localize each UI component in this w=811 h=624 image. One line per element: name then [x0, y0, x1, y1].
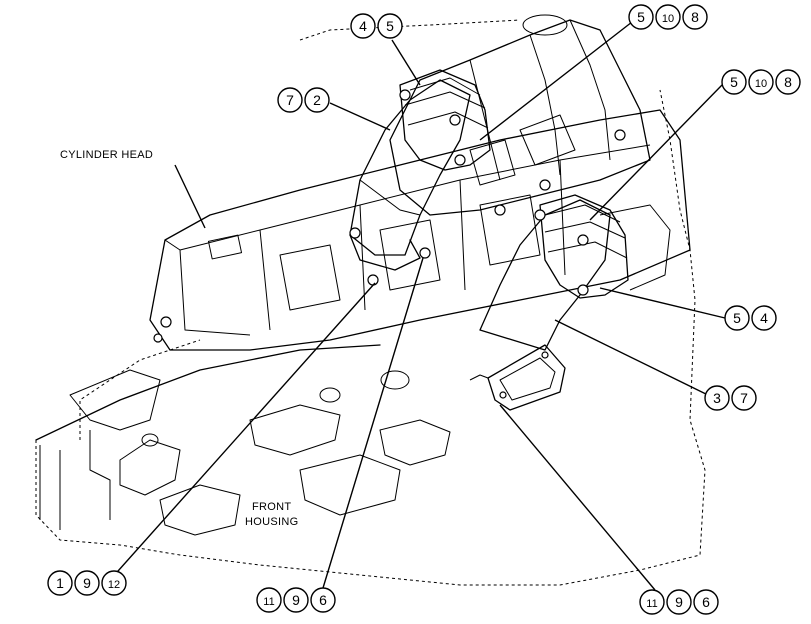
callout-top-left: 4 5 — [350, 13, 403, 39]
callout-number: 6 — [319, 592, 327, 608]
gasket-flange — [469, 344, 566, 411]
callout-right-37: 3 7 — [704, 385, 757, 411]
callout-number: 4 — [760, 310, 768, 326]
callout-top-right-2: 5 10 8 — [721, 69, 801, 95]
callout-number: 11 — [646, 598, 657, 610]
cylinder-head — [149, 109, 691, 351]
callout-right-54: 5 4 — [724, 305, 777, 331]
exhaust-manifold — [389, 14, 651, 216]
callout-number: 6 — [702, 594, 710, 610]
callout-number: 7 — [740, 390, 748, 406]
engine-block-outline — [35, 19, 706, 586]
front-housing — [35, 344, 451, 536]
cylinder-head-label: CYLINDER HEAD — [60, 149, 153, 161]
callout-number: 8 — [691, 9, 699, 25]
callout-number: 11 — [263, 596, 274, 608]
upper-elbow-pipe — [349, 69, 626, 286]
callout-number: 4 — [359, 18, 367, 34]
callout-top-right-1: 5 10 8 — [628, 4, 708, 30]
callout-number: 9 — [292, 592, 300, 608]
front-housing-label-line2: HOUSING — [245, 516, 298, 528]
front-housing-label-line1: FRONT — [252, 501, 291, 513]
callout-number: 1 — [56, 575, 64, 591]
lower-elbow-pipe — [479, 194, 671, 351]
callout-bottom-mid: 11 9 6 — [256, 587, 336, 613]
callout-number: 5 — [386, 18, 394, 34]
callout-bottom-right: 11 9 6 — [639, 589, 719, 615]
callout-left-elbow: 7 2 — [277, 87, 330, 113]
leader-lines — [109, 21, 726, 591]
callout-number: 5 — [733, 310, 741, 326]
callout-number: 3 — [713, 390, 721, 406]
callout-number: 9 — [83, 575, 91, 591]
callout-number: 5 — [730, 74, 738, 90]
callout-number: 9 — [675, 594, 683, 610]
callout-number: 7 — [286, 92, 294, 108]
callout-bottom-left: 1 9 12 — [47, 570, 127, 596]
callout-number: 8 — [784, 74, 792, 90]
callout-number: 2 — [313, 92, 321, 108]
callout-number: 10 — [662, 13, 674, 25]
callout-number: 10 — [755, 78, 767, 90]
callout-number: 12 — [108, 579, 120, 591]
callout-number: 5 — [637, 9, 645, 25]
